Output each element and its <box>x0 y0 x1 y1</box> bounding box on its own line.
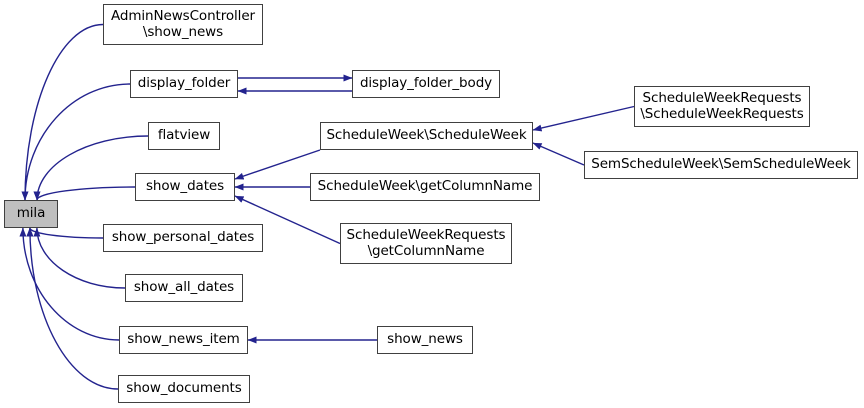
graph-node-show_news[interactable]: show_news <box>377 326 473 354</box>
graph-node-show_dates[interactable]: show_dates <box>135 173 235 201</box>
graph-edge-show_dates-to-mila <box>33 186 136 201</box>
graph-node-swr_gcn[interactable]: ScheduleWeekRequests \getColumnName <box>340 223 512 264</box>
graph-node-sw_gcn[interactable]: ScheduleWeek\getColumnName <box>310 173 540 201</box>
graph-node-show_documents[interactable]: show_documents <box>118 375 250 403</box>
graph-edge-display_folder-to-mila <box>21 83 131 201</box>
graph-node-semsw[interactable]: SemScheduleWeek\SemScheduleWeek <box>584 151 858 179</box>
graph-edge-sw_sw-to-show_dates <box>234 149 321 180</box>
graph-node-swr_swr[interactable]: ScheduleWeekRequests \ScheduleWeekReques… <box>634 86 810 127</box>
graph-node-show_news_item[interactable]: show_news_item <box>119 326 248 354</box>
graph-node-show_personal_dates[interactable]: show_personal_dates <box>103 224 263 252</box>
graph-node-show_all_dates[interactable]: show_all_dates <box>125 274 243 302</box>
graph-edge-show_personal_dates-to-mila <box>26 227 104 239</box>
graph-node-mila[interactable]: mila <box>4 200 58 228</box>
graph-node-adminnews[interactable]: AdminNewsController \show_news <box>103 4 263 45</box>
graph-edge-adminnews-to-mila <box>21 23 104 201</box>
graph-edge-show_documents-to-mila <box>26 227 119 390</box>
graph-edge-flatview-to-mila <box>33 135 149 201</box>
graph-node-display_folder_body[interactable]: display_folder_body <box>352 70 500 98</box>
graph-node-display_folder[interactable]: display_folder <box>130 70 238 98</box>
graph-edge-swr_swr-to-sw_sw <box>532 105 635 132</box>
graph-node-flatview[interactable]: flatview <box>148 122 220 150</box>
graph-edge-semsw-to-sw_sw <box>532 142 585 166</box>
graph-node-sw_sw[interactable]: ScheduleWeek\ScheduleWeek <box>320 122 533 150</box>
